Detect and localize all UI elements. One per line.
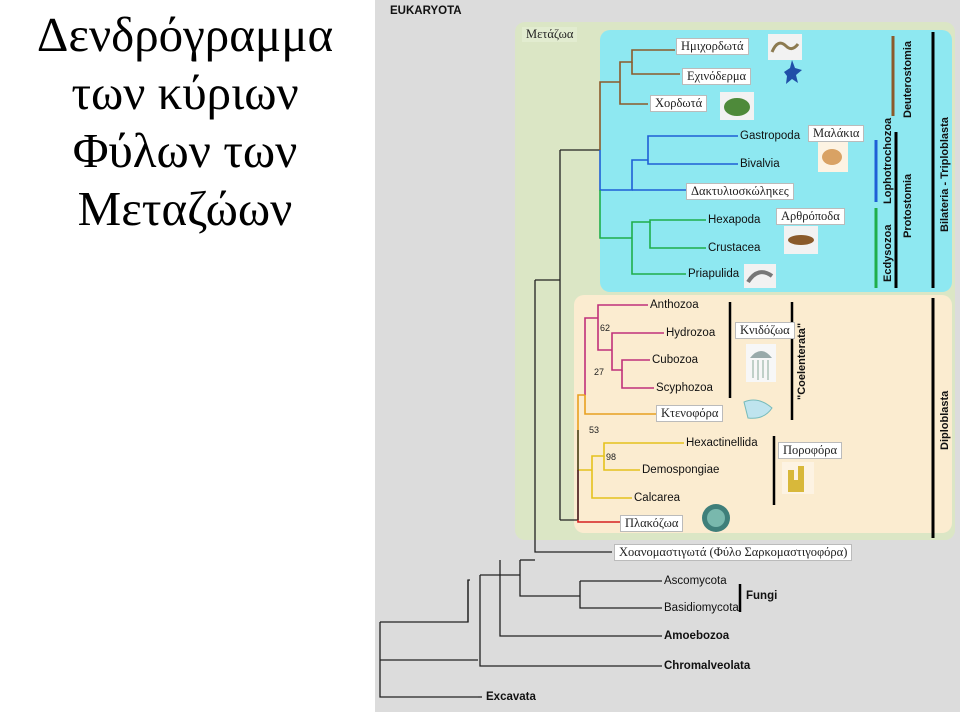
chromalveolata-label: Chromalveolata [664,660,751,672]
bootstrap-53: 53 [589,425,600,435]
porifera-label: Ποροφόρα [778,442,843,459]
metazoa-label: Μετάζωα [522,27,578,42]
diploblasta-label: Diploblasta [939,390,951,450]
annelida-label: Δακτυλιοσκώληκες [686,183,794,200]
calcarea-label: Calcarea [634,492,681,504]
chordata-label: Χορδωτά [650,95,708,112]
hexapoda-label: Hexapoda [708,214,761,226]
protostomia-label: Protostomia [902,173,914,238]
scyphozoa-label: Scyphozoa [656,382,713,394]
choanoflagellata-label: Χοανομαστιγωτά (Φύλο Σαρκομαστιγοφόρα) [614,544,853,561]
deuterostome-branches [599,49,680,150]
priapulida-label: Priapulida [688,268,740,280]
arthropoda-label: Αρθρόποδα [776,208,845,225]
bivalvia-label: Bivalvia [740,158,780,170]
ctenophora-branches [577,394,656,430]
page-title: Δενδρόγραμμα των κύριων Φύλων των Μεταζώ… [0,6,370,238]
ecdysozoa-branches [599,190,706,275]
title-line-4: Μεταζώων [77,181,293,236]
hexactinellida-label: Hexactinellida [686,437,758,449]
cubozoa-label: Cubozoa [652,354,699,366]
organism-icons [702,34,848,532]
excavata-label: Excavata [486,691,536,703]
cnidaria-label: Κνιδόζωα [735,322,795,339]
basidiomycota-label: Basidiomycota [664,602,739,614]
hemichordata-label: Ημιχορδωτά [676,38,749,55]
outgroup-branches [379,149,662,698]
amoebozoa-label: Amoebozoa [664,630,730,642]
bootstrap-62: 62 [600,323,611,333]
title-line-1: Δενδρόγραμμα [36,7,334,62]
ecdysozoa-label: Ecdysozoa [882,224,894,282]
starfish-icon [784,60,802,84]
root-label: EUKARYOTA [390,5,462,17]
demospongiae-label: Demospongiae [642,464,720,476]
cnidaria-branches [584,304,664,395]
hydrozoa-label: Hydrozoa [666,327,716,339]
lophotrochozoa-branches [599,135,738,191]
ascomycota-label: Ascomycota [664,575,727,587]
bootstrap-98: 98 [606,452,617,462]
crustacea-label: Crustacea [708,242,761,254]
fungi-label: Fungi [746,590,778,602]
echinodermata-label: Εχινόδερμα [682,68,752,85]
coelenterata-label: "Coelenterata" [796,322,808,400]
title-line-2: των κύριων [71,65,299,120]
lophotrochozoa-label: Lophotrochozoa [882,117,894,204]
mollusca-label: Μαλάκια [808,125,865,142]
title-line-3: Φύλων των [72,123,298,178]
placozoa-label: Πλακόζωα [620,515,684,532]
jellyfish-icon [746,344,776,382]
gastropoda-label: Gastropoda [740,130,801,142]
anthozoa-label: Anthozoa [650,299,699,311]
comb-jelly-icon [743,399,773,419]
bilateria-triploblasta-label: Bilateria - Triploblasta [939,117,951,232]
ctenophora-label: Κτενοφόρα [656,405,724,422]
bootstrap-27: 27 [594,367,605,377]
group-bars [728,32,935,612]
deuterostomia-label: Deuterostomia [902,40,914,118]
